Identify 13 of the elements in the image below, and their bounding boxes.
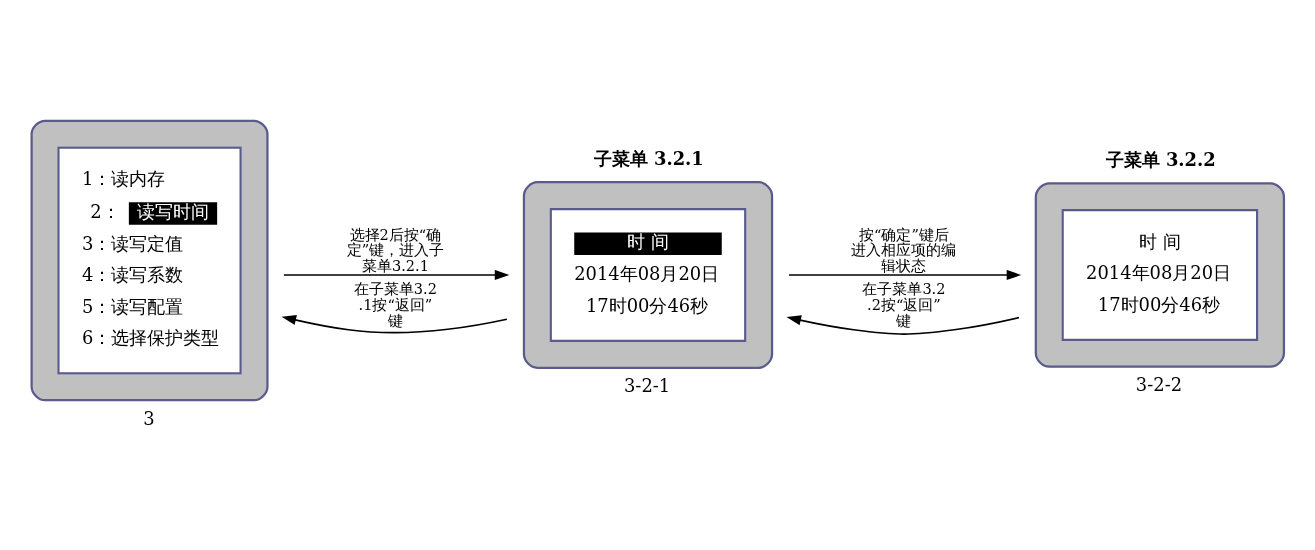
node-label: 子菜单 3.2.1	[593, 148, 704, 170]
edge-label: 在子菜单3.2.2按“返回”键	[862, 281, 946, 329]
node-label: 3-2-2	[1135, 374, 1183, 396]
edge-label: 按“确定”键后进入相应项的编辑状态	[851, 226, 957, 274]
edge-label: 选择2后按“确定”键，进入子菜单3.2.1	[346, 226, 445, 274]
node-label: 子菜单 3.2.2	[1105, 149, 1216, 171]
node-label: 3	[143, 407, 155, 429]
edge-label: 在子菜单3.2.1按“返回”键	[353, 281, 437, 329]
arrow	[786, 315, 1020, 335]
arrow	[788, 269, 1022, 281]
arrow	[283, 269, 510, 281]
node-label: 3-2-1	[623, 375, 671, 397]
arrow	[281, 315, 508, 334]
